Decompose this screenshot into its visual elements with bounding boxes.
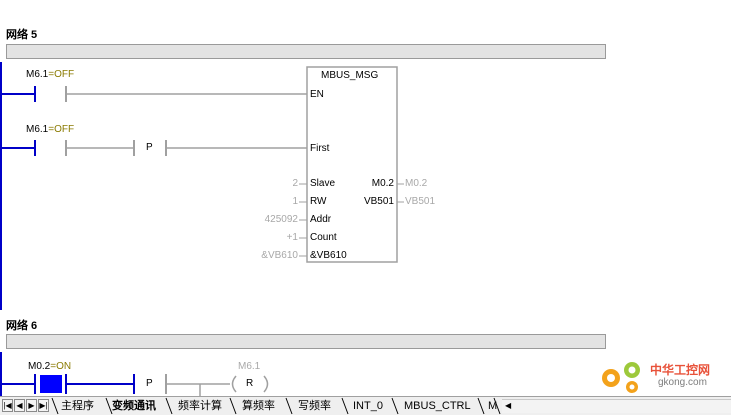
input-value-count[interactable]: +1: [286, 232, 298, 243]
first-tab-button[interactable]: |◀: [2, 399, 13, 412]
contact-2-label: M6.1=OFF: [26, 124, 74, 135]
tab-freq-calc[interactable]: 频率计算: [178, 400, 222, 412]
contact-1-address: M6.1: [26, 69, 49, 80]
pin-slave: Slave: [310, 178, 336, 189]
pin-count: Count: [310, 232, 337, 243]
last-tab-button[interactable]: ▶|: [38, 399, 49, 412]
network-6-comment-bar[interactable]: [6, 334, 606, 349]
pin-done: M0.2: [371, 178, 394, 189]
net6-edge-label: P: [146, 378, 153, 389]
contact-m0-2-label: M0.2=ON: [28, 361, 71, 372]
coil-right-arc: [263, 375, 269, 393]
scroll-left-arrow-icon[interactable]: ◀: [505, 401, 512, 410]
gear-icon: [602, 362, 640, 393]
pin-first: First: [310, 143, 330, 154]
next-tab-button[interactable]: ▶: [26, 399, 37, 412]
tab-main[interactable]: 主程序: [61, 400, 94, 412]
tab-truncated[interactable]: M: [488, 400, 498, 412]
program-tab-bar: |◀ ◀ ▶ ▶| 主程序 变频通讯 频率计算 算频率 写频率 INT_0 MB…: [0, 396, 731, 415]
mbus-msg-title: MBUS_MSG: [321, 70, 379, 81]
gkong-watermark: 中华工控网 gkong.com: [598, 358, 723, 394]
contact-2-state: =OFF: [48, 124, 75, 135]
tab-write-freq[interactable]: 写频率: [298, 400, 331, 412]
coil-reset-label: R: [246, 378, 254, 389]
contact-m6-1-rung1: [1, 86, 307, 102]
contact-1-state: =OFF: [48, 69, 75, 80]
input-value-slave[interactable]: 2: [292, 178, 298, 189]
input-value-data-ptr[interactable]: &VB610: [261, 250, 298, 261]
contact-m6-1-rung2: [1, 140, 307, 156]
contact-1-label: M6.1=OFF: [26, 69, 74, 80]
tab-inverter-comm[interactable]: 变频通讯: [112, 400, 156, 412]
tab-separators: [51, 397, 501, 415]
tab-calc-freq[interactable]: 算频率: [242, 400, 275, 412]
pin-data-ptr: &VB610: [310, 250, 347, 261]
positive-edge-label: P: [146, 142, 153, 153]
pin-rw: RW: [310, 196, 327, 207]
contact-m0-2-address: M0.2: [28, 361, 51, 372]
output-value-done[interactable]: M0.2: [405, 178, 428, 189]
input-value-addr[interactable]: 425092: [264, 214, 298, 225]
tab-mbus-ctrl[interactable]: MBUS_CTRL: [404, 400, 471, 412]
net6-rung: [1, 374, 269, 396]
input-value-rw[interactable]: 1: [292, 196, 298, 207]
coil-address: M6.1: [238, 361, 261, 372]
prev-tab-button[interactable]: ◀: [14, 399, 25, 412]
horizontal-scrollbar[interactable]: ◀: [502, 399, 731, 413]
pin-addr: Addr: [310, 214, 332, 225]
ladder-diagram: [0, 62, 404, 396]
watermark-sub-text: gkong.com: [658, 377, 707, 388]
network-5-comment-bar[interactable]: [6, 44, 606, 59]
network-5-title: 网络 5: [6, 29, 38, 41]
watermark-main-text: 中华工控网: [650, 363, 711, 377]
tab-int-0[interactable]: INT_0: [353, 400, 383, 412]
coil-left-arc: [231, 375, 237, 393]
pin-error: VB501: [363, 196, 394, 207]
mbus-msg-box: [306, 66, 398, 263]
output-value-error[interactable]: VB501: [405, 196, 436, 207]
network-6-title: 网络 6: [6, 320, 38, 332]
contact-2-address: M6.1: [26, 124, 49, 135]
contact-m0-2-energized: [40, 375, 62, 393]
pin-en: EN: [310, 89, 324, 100]
contact-m0-2-state: =ON: [50, 361, 72, 372]
